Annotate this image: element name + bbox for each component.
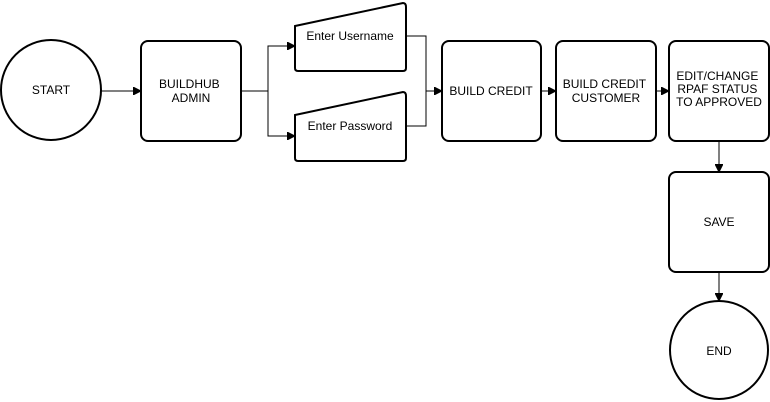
edit-change-rpaf-node: EDIT/CHANGE RPAF STATUS TO APPROVED [668, 40, 770, 142]
edge-buildhub-admin-to-enter-password [267, 91, 294, 136]
end-label: END [706, 344, 732, 358]
edit-change-rpaf-label: EDIT/CHANGE RPAF STATUS TO APPROVED [676, 69, 762, 109]
build-credit-customer-node: BUILD CREDIT CUSTOMER [555, 40, 657, 142]
build-credit-label: BUILD CREDIT [449, 84, 533, 98]
enter-password-label: Enter Password [308, 119, 393, 133]
enter-password-node: Enter Password [294, 90, 407, 162]
enter-username-label: Enter Username [306, 29, 394, 43]
save-node: SAVE [668, 171, 770, 273]
edge-enter-username-to-build-credit [406, 35, 441, 91]
edges [101, 35, 719, 300]
start-label: START [32, 83, 71, 97]
edge-enter-password-to-build-credit [406, 91, 427, 127]
end-node: END [669, 300, 769, 400]
build-credit-node: BUILD CREDIT [441, 40, 542, 142]
start-node: START [0, 39, 102, 141]
enter-username-node: Enter Username [294, 1, 407, 72]
buildhub-admin-node: BUILDHUB ADMIN [140, 40, 242, 142]
save-label: SAVE [703, 215, 734, 229]
build-credit-customer-label: BUILD CREDIT CUSTOMER [563, 77, 649, 105]
edge-buildhub-admin-to-enter-username [241, 46, 294, 92]
buildhub-admin-label: BUILDHUB ADMIN [159, 77, 223, 105]
